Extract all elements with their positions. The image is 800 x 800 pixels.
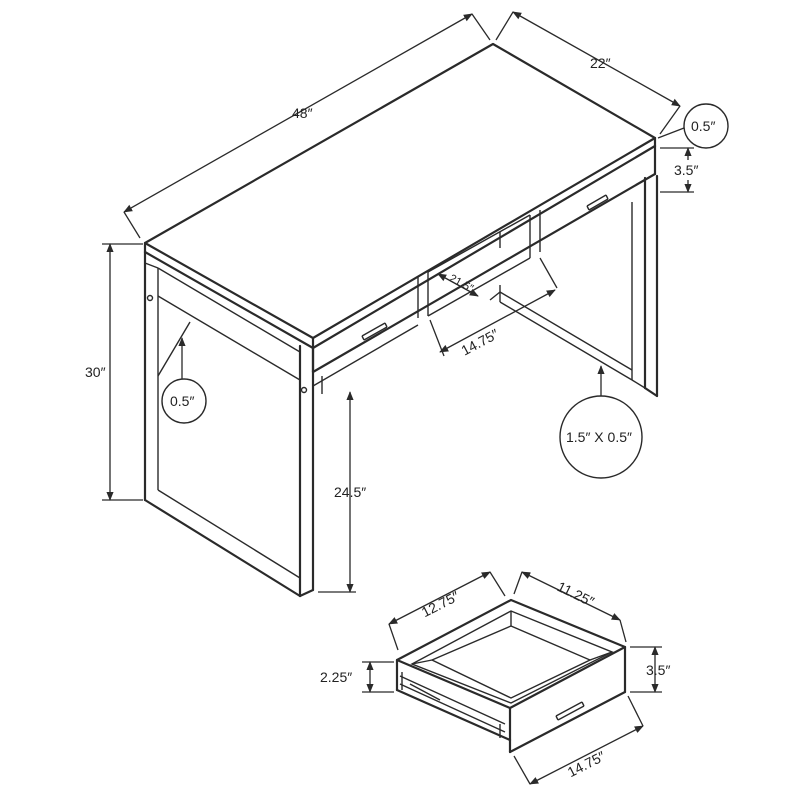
- left-drawer-handle: [361, 322, 388, 341]
- top-thickness-label: 0.5″: [691, 118, 715, 134]
- leg-profile-callout: [559, 395, 643, 479]
- drawer-front-width-label: 14.75″: [565, 748, 608, 780]
- left-leg-frame: [143, 250, 315, 598]
- leg-thickness-callout: [161, 378, 207, 424]
- drawer-front-height-label: 3.5″: [646, 662, 670, 678]
- right-leg-frame: [489, 174, 659, 398]
- leg-profile-label: 1.5″ X 0.5″: [566, 429, 632, 445]
- apron-height-label: 3.5″: [674, 162, 698, 178]
- drawer-handle: [555, 701, 585, 721]
- right-drawer-handle: [586, 194, 609, 211]
- drawer-inner-height-label: 2.25″: [320, 669, 352, 685]
- drawer-drawing: [395, 598, 627, 754]
- height-label: 30″: [85, 364, 106, 380]
- drawer-width-label: 11.25″: [555, 578, 597, 609]
- desk-apron: [311, 144, 657, 387]
- drawer-depth-label: 12.75″: [419, 588, 462, 620]
- width-label: 48″: [292, 105, 313, 121]
- leg-thickness-label: 0.5″: [170, 393, 194, 409]
- drawer-dimensions: 12.75″ 11.25″ 2.25″ 3.5″ 14.75″: [320, 571, 670, 785]
- desk-drawing: [143, 42, 659, 598]
- desk-dimensions: 48″ 22″ 0.5″ 3.5″ 30″ 0.5″ 24.5″ 21.5″: [85, 11, 729, 593]
- knee-clearance-label: 24.5″: [334, 484, 366, 500]
- top-thickness-callout: [683, 103, 729, 149]
- depth-label: 22″: [590, 55, 611, 71]
